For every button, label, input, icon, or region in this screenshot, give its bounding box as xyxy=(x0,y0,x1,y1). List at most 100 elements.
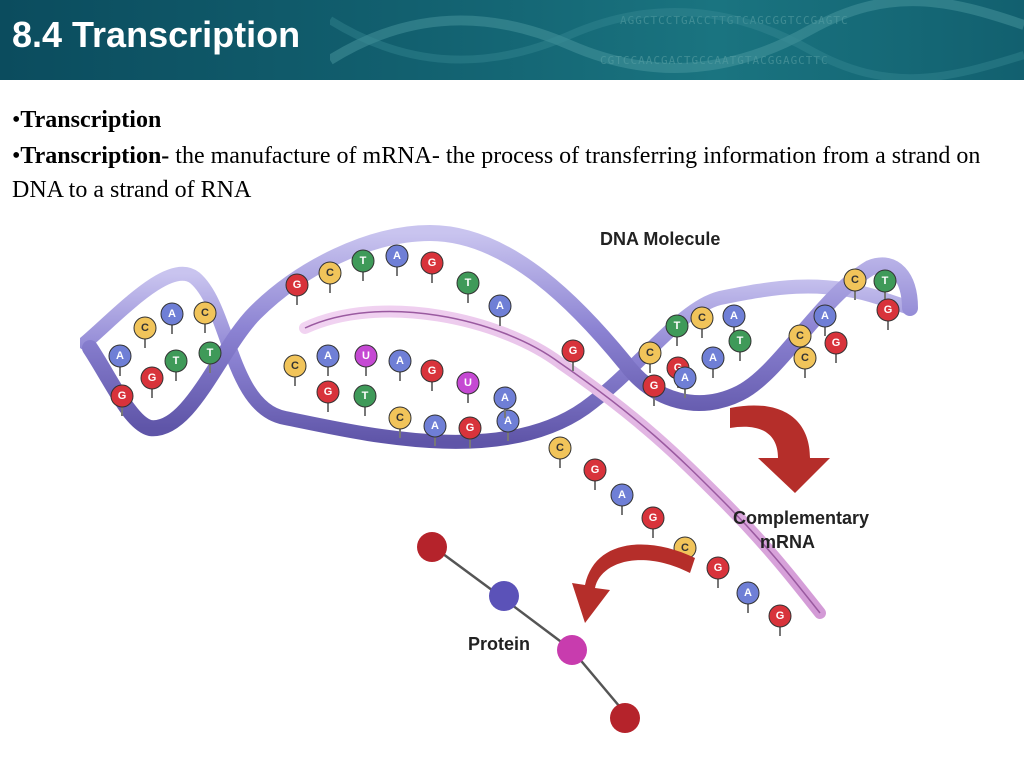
base-letter: C xyxy=(681,542,689,554)
base-t-circle xyxy=(164,349,188,373)
dna-right-bases-14: C xyxy=(793,346,817,378)
dna-upper-bases-6: A xyxy=(488,294,512,326)
base-c-circle xyxy=(283,354,307,378)
base-a-circle xyxy=(493,386,517,410)
base-g-circle xyxy=(706,556,730,580)
dna-right-bases-15: G xyxy=(876,298,900,330)
base-letter: C xyxy=(201,307,209,319)
base-letter: C xyxy=(141,322,149,334)
base-letter: A xyxy=(618,489,626,501)
base-a-circle xyxy=(813,304,837,328)
base-letter: G xyxy=(428,257,437,269)
dna-left-bases-5: T xyxy=(164,349,188,381)
base-letter: A xyxy=(681,372,689,384)
dna-template-bases-0: C xyxy=(283,354,307,386)
base-letter: A xyxy=(501,392,509,404)
base-letter: A xyxy=(116,350,124,362)
dna-right-bases-7: G xyxy=(642,374,666,406)
dna-upper-bases-4: G xyxy=(420,251,444,283)
protein-chain xyxy=(417,532,640,733)
base-a-circle xyxy=(385,244,409,268)
base-letter: C xyxy=(646,347,654,359)
mrna-bases-0: U xyxy=(354,344,378,376)
base-letter: C xyxy=(698,312,706,324)
mrna-bases-8: G xyxy=(641,506,665,538)
base-g-circle xyxy=(458,416,482,440)
base-letter: T xyxy=(465,277,472,289)
mrna-bases-12: G xyxy=(768,604,792,636)
base-g-circle xyxy=(642,374,666,398)
base-c-circle xyxy=(793,346,817,370)
base-letter: T xyxy=(173,355,180,367)
dna-left-bases-4: G xyxy=(140,366,164,398)
base-g-circle xyxy=(583,458,607,482)
base-a-circle xyxy=(160,302,184,326)
base-letter: G xyxy=(884,304,893,316)
mrna-bases-1: A xyxy=(388,349,412,381)
slide-title: 8.4 Transcription xyxy=(12,14,301,55)
mrna-bases-2: G xyxy=(420,359,444,391)
base-c-circle xyxy=(788,324,812,348)
dna-left-bases-0: C xyxy=(133,316,157,348)
base-g-circle xyxy=(876,298,900,322)
label-complementary: Complementary xyxy=(733,508,869,528)
base-c-circle xyxy=(133,316,157,340)
dna-upper-bases-2: T xyxy=(351,249,375,281)
base-letter: A xyxy=(324,350,332,362)
base-letter: C xyxy=(796,330,804,342)
base-letter: A xyxy=(168,308,176,320)
base-g-circle xyxy=(561,339,585,363)
dna-upper-bases-3: A xyxy=(385,244,409,276)
base-a-circle xyxy=(673,366,697,390)
dna-template-bases-7: A xyxy=(496,409,520,441)
protein-bead-1 xyxy=(417,532,447,562)
dna-template-bases-1: A xyxy=(316,344,340,376)
mrna-bases-5: C xyxy=(548,436,572,468)
base-letter: G xyxy=(569,345,578,357)
left-arrow xyxy=(572,544,695,623)
base-letter: G xyxy=(293,279,302,291)
base-letter: T xyxy=(207,347,214,359)
base-t-circle xyxy=(351,249,375,273)
base-t-circle xyxy=(456,271,480,295)
bullet-2-term: Transcription- xyxy=(20,143,170,169)
dna-right-bases-6: T xyxy=(728,329,752,361)
base-letter: C xyxy=(851,274,859,286)
base-letter: G xyxy=(832,337,841,349)
base-letter: G xyxy=(714,562,723,574)
dna-template-bases-5: A xyxy=(423,414,447,446)
base-letter: A xyxy=(744,587,752,599)
mrna-bases-10: G xyxy=(706,556,730,588)
base-letter: G xyxy=(148,372,157,384)
base-g-circle xyxy=(316,380,340,404)
mrna-bases-4: A xyxy=(493,386,517,418)
base-g-circle xyxy=(768,604,792,628)
header-sequence-text-2: CGTCCAACGACTGCCAATGTACGGAGCTTC xyxy=(600,54,829,67)
bullet-1: •Transcription xyxy=(12,107,162,133)
dna-upper-bases-0: G xyxy=(285,273,309,305)
base-a-circle xyxy=(423,414,447,438)
base-letter: G xyxy=(649,512,658,524)
base-letter: T xyxy=(737,335,744,347)
protein-bead-2 xyxy=(489,581,519,611)
protein-bead-3 xyxy=(557,635,587,665)
base-letter: A xyxy=(393,250,401,262)
base-g-circle xyxy=(285,273,309,297)
base-letter: A xyxy=(709,352,717,364)
dna-template-bases-6: G xyxy=(458,416,482,448)
mrna-bases-7: A xyxy=(610,483,634,515)
dna-backbone-back xyxy=(80,266,917,449)
base-letter: A xyxy=(496,300,504,312)
base-letter: A xyxy=(504,415,512,427)
base-a-circle xyxy=(722,304,746,328)
mrna-bases-3: U xyxy=(456,371,480,403)
base-letter: C xyxy=(396,412,404,424)
dna-right-bases-13: G xyxy=(824,331,848,363)
base-c-circle xyxy=(638,341,662,365)
dna-right-bases-12: T xyxy=(873,269,897,301)
dna-left-bases-6: T xyxy=(198,341,222,373)
base-c-circle xyxy=(193,301,217,325)
title-bar: AGGCTCCTGACCTTGTCAGCGGTCCGAGTC CGTCCAACG… xyxy=(0,0,1024,80)
base-t-circle xyxy=(353,384,377,408)
